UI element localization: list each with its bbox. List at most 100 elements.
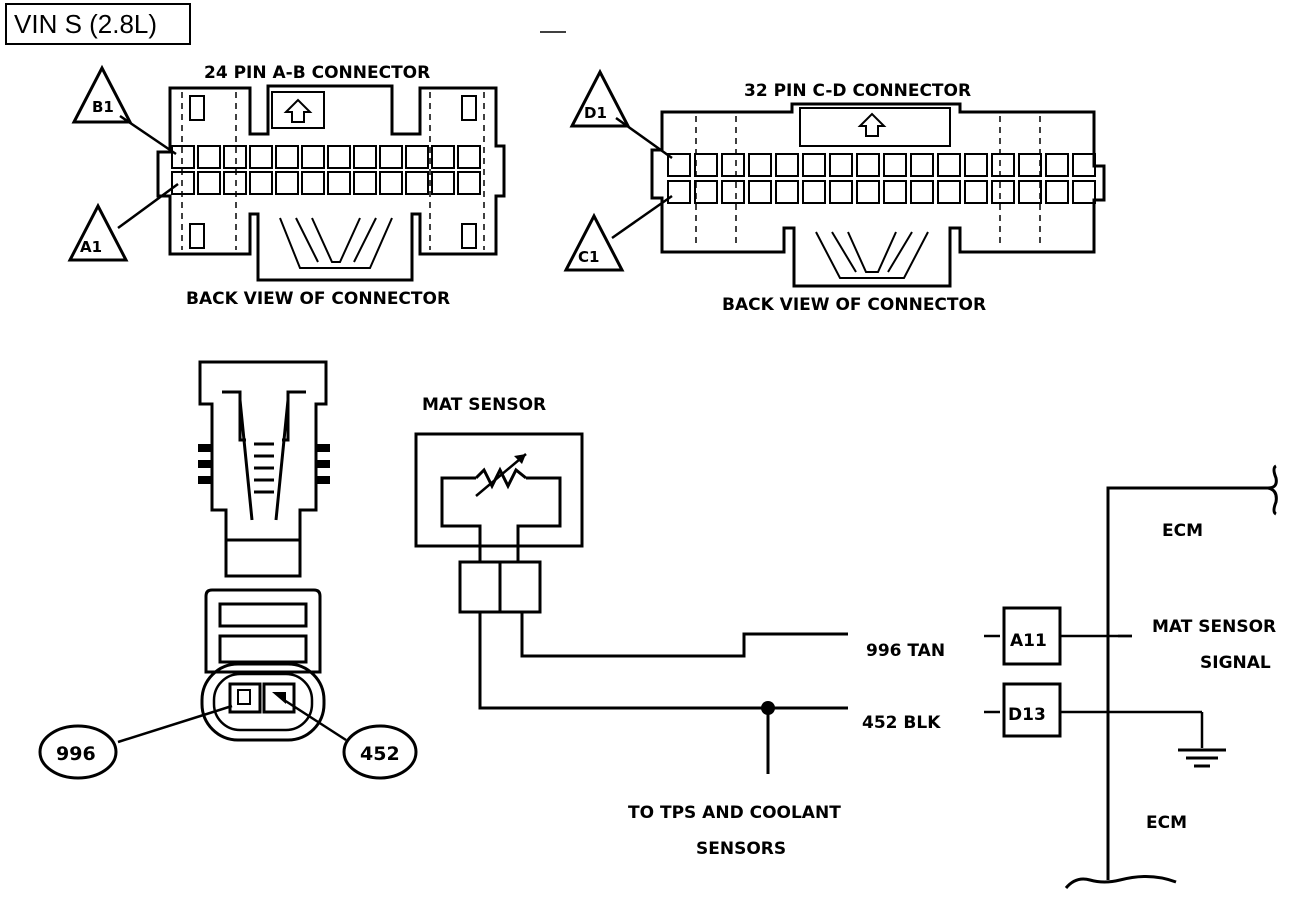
ecm-label-top: ECM [1162,521,1203,541]
pin-cavity [937,153,961,177]
mat-sensor-label: MAT SENSOR [422,395,546,415]
pin-cavity [991,180,1015,204]
mat-signal-line1: MAT SENSOR [1152,617,1276,637]
pin-cavity [431,145,455,169]
pin-cavity [457,145,481,169]
svg-text:A1: A1 [80,238,102,256]
connector-cd-arrow-icon [857,112,887,137]
callout-a1: A1 [67,182,179,262]
wire-blk-label: 452 BLK [862,713,941,733]
pin-cavity [937,180,961,204]
pin-cavity [883,153,907,177]
title-box: VIN S (2.8L) [5,3,191,45]
connector-ab-heading: 24 PIN A-B CONNECTOR [204,63,430,83]
pin-cavity [775,153,799,177]
callout-d1: D1 [569,68,673,160]
connector-ab: 24 PIN A-B CONNECTOR BACK VIEW OF CONNEC… [156,63,506,309]
pin-cavity [1072,180,1096,204]
to-sensors-line1: TO TPS AND COOLANT [628,803,841,823]
pin-cavity [802,180,826,204]
connector-cd: 32 PIN C-D CONNECTOR BACK VIEW OF CONNEC… [650,81,1106,315]
mat-sensor: MAT SENSOR [414,395,584,614]
mat-signal-line2: SIGNAL [1200,653,1271,673]
pin-cavity [1045,180,1069,204]
ecm-break-top [1267,464,1278,516]
page-title: VIN S (2.8L) [14,9,157,39]
connector-cd-pins [667,153,1096,204]
pin-cavity [249,171,273,195]
pin-cavity [991,153,1015,177]
ecm-pin-a11: A11 [1010,631,1047,651]
pin-cavity [197,145,221,169]
pin-cavity [1018,180,1042,204]
pin-cavity [856,153,880,177]
svg-text:B1: B1 [92,98,114,116]
pin-cavity [249,145,273,169]
pin-cavity [964,180,988,204]
ecm-pin-d13-box [1002,682,1062,738]
pin-cavity [694,153,718,177]
terminal-callout-452: 452 [283,698,418,780]
pin-cavity [405,145,429,169]
pin-cavity [405,171,429,195]
wire-996-tan [520,612,848,658]
pin-cavity [379,171,403,195]
ecm-pin-d13: D13 [1008,705,1046,725]
svg-text:D1: D1 [584,104,607,122]
pin-cavity [721,180,745,204]
svg-text:C1: C1 [578,248,599,266]
connector-ab-arrow-icon [283,98,313,123]
connector-ab-pins [171,145,481,195]
pin-cavity [721,153,745,177]
callout-c1: C1 [563,194,673,272]
pin-cavity [1072,153,1096,177]
pin-cavity [327,171,351,195]
connector-ab-caption: BACK VIEW OF CONNECTOR [186,289,450,309]
pin-cavity [223,171,247,195]
ecm-break-bottom [1064,875,1177,889]
pin-cavity [353,145,377,169]
wire-tan-label: 996 TAN [866,641,945,661]
terminal-callout-996: 996 [38,704,233,780]
pin-cavity [748,180,772,204]
ecm-label-bottom: ECM [1146,813,1187,833]
pin-cavity [1045,153,1069,177]
pin-cavity [275,171,299,195]
connector-cd-caption: BACK VIEW OF CONNECTOR [722,295,986,315]
pin-cavity [1018,153,1042,177]
svg-text:996: 996 [56,743,96,765]
pin-cavity [171,171,195,195]
pin-cavity [829,153,853,177]
pin-cavity [910,153,934,177]
pin-cavity [457,171,481,195]
sensor-connector-illustration [198,360,330,742]
pin-cavity [802,153,826,177]
callout-b1: B1 [71,64,177,156]
pin-cavity [856,180,880,204]
pin-cavity [431,171,455,195]
pin-cavity [667,180,691,204]
connector-cd-heading: 32 PIN C-D CONNECTOR [744,81,971,101]
pin-cavity [829,180,853,204]
pin-cavity [197,171,221,195]
pin-cavity [775,180,799,204]
pin-cavity [223,145,247,169]
pin-cavity [883,180,907,204]
wire-452-blk [478,612,848,710]
thermistor-symbol [474,466,527,490]
connector-cd-body [650,102,1106,288]
pin-cavity [910,180,934,204]
connector-ab-body [156,84,506,282]
pin-cavity [694,180,718,204]
pin-cavity [379,145,403,169]
ecm-boundary [1106,486,1268,880]
pin-cavity [964,153,988,177]
ground-icon [1178,748,1226,768]
pin-cavity [171,145,195,169]
ecm-block: ECM ECM A11 D13 MAT SENSOR SIGNAL [1002,464,1278,889]
pin-cavity [353,171,377,195]
pin-cavity [275,145,299,169]
plug-ribs [198,442,330,494]
svg-text:452: 452 [360,743,400,765]
